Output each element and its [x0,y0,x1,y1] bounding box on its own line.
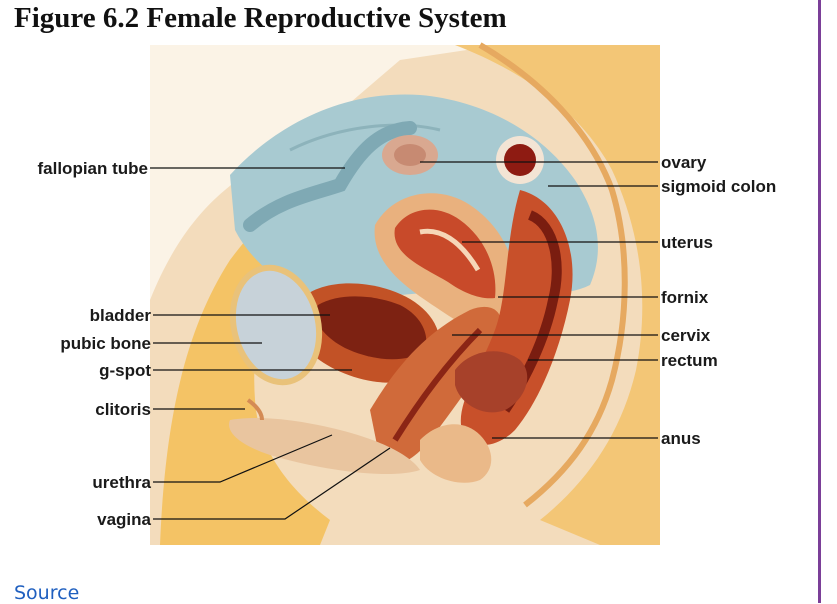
leader-lines-left [150,167,391,520]
figure-title: Figure 6.2 Female Reproductive System [14,2,507,34]
source-link[interactable]: Source [14,582,80,604]
label-fallopian-tube: fallopian tube [38,159,149,178]
label-pubic-bone: pubic bone [60,334,151,353]
label-sigmoid-colon: sigmoid colon [661,177,776,196]
label-bladder: bladder [90,306,152,325]
label-uterus: uterus [661,233,713,252]
label-cervix: cervix [661,326,711,345]
label-clitoris: clitoris [95,400,151,419]
label-fornix: fornix [661,288,709,307]
label-g-spot: g-spot [99,361,151,380]
page-border-right [818,0,821,603]
leader-lines-right [420,161,658,439]
label-urethra: urethra [92,473,151,492]
label-anus: anus [661,429,701,448]
label-rectum: rectum [661,351,718,370]
label-vagina: vagina [97,510,151,529]
anatomy-illustration [150,42,660,545]
label-ovary: ovary [661,153,707,172]
